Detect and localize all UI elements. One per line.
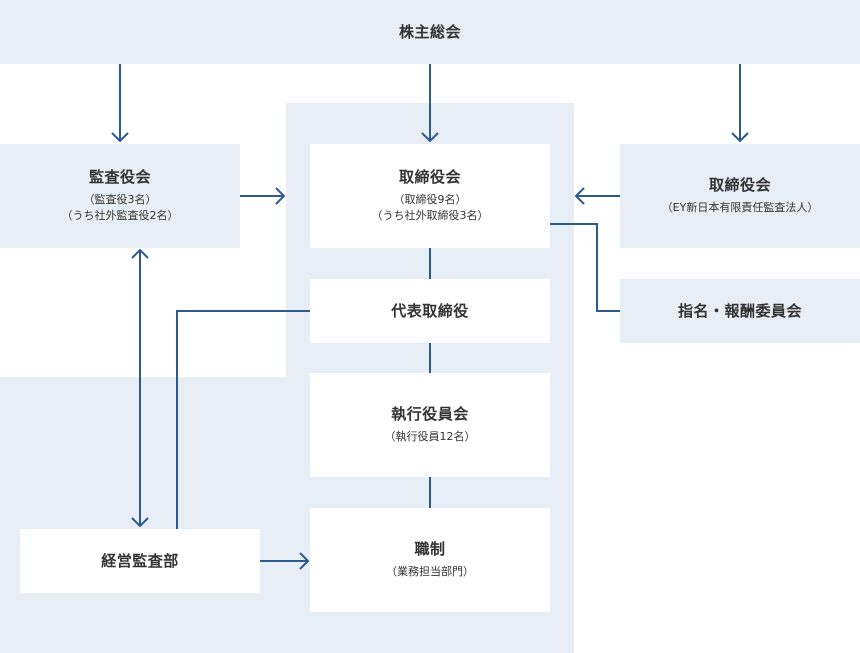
arrow-shareholders-to-audit-board: [111, 64, 129, 143]
arrow-audit-board-to-board: [240, 187, 286, 205]
top-band-background: [0, 0, 860, 64]
audit-board-outside-members: （うち社外監査役2名）: [61, 209, 179, 222]
executive-committee-box: 執行役員会 （執行役員12名）: [310, 373, 550, 477]
board-of-directors-box: 取締役会 （取締役9名） （うち社外取締役3名）: [310, 144, 550, 248]
board-of-directors-members: （取締役9名）: [393, 193, 467, 207]
board-of-directors-outside-members: （うち社外取締役3名）: [371, 209, 489, 222]
audit-board-members: （監査役3名）: [83, 193, 157, 207]
audit-board-box: 監査役会 （監査役3名） （うち社外監査役2名）: [0, 144, 240, 248]
internal-audit-department-title: 経営監査部: [101, 552, 179, 570]
business-organization-box: 職制 （業務担当部門）: [310, 508, 550, 612]
bottom-left-background: [0, 377, 286, 653]
internal-audit-department-box: 経営監査部: [20, 529, 260, 593]
nomination-compensation-committee-title: 指名・報酬委員会: [677, 302, 802, 320]
shareholders-meeting-box: 株主総会: [0, 0, 860, 64]
business-organization-departments: （業務担当部門）: [386, 565, 474, 579]
business-organization-title: 職制: [414, 540, 446, 559]
executive-committee-title: 執行役員会: [391, 405, 469, 424]
accounting-auditor-title: 取締役会: [708, 176, 771, 195]
audit-board-title: 監査役会: [88, 168, 151, 187]
accounting-auditor-firm: （EY新日本有限責任監査法人）: [661, 201, 819, 215]
nomination-compensation-committee-box: 指名・報酬委員会: [620, 279, 860, 343]
executive-committee-members: （執行役員12名）: [384, 430, 476, 444]
representative-director-box: 代表取締役: [310, 279, 550, 343]
arrow-shareholders-to-accounting-auditor: [731, 64, 749, 143]
board-of-directors-title: 取締役会: [398, 168, 461, 187]
shareholders-meeting-title: 株主総会: [398, 23, 461, 41]
accounting-auditor-box: 取締役会 （EY新日本有限責任監査法人）: [620, 144, 860, 248]
arrow-accounting-auditor-to-board: [574, 187, 620, 205]
representative-director-title: 代表取締役: [391, 302, 469, 320]
